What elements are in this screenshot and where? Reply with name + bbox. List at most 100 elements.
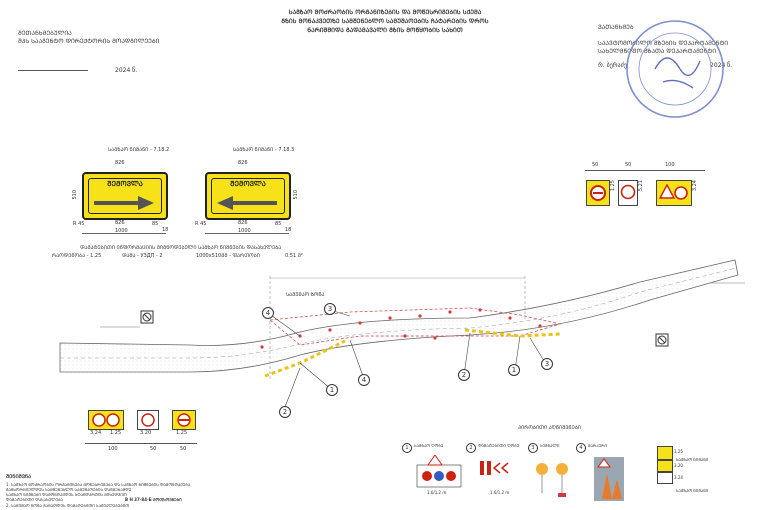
- callout-2a: 2: [279, 406, 291, 418]
- sign-left-margin: 18: [162, 227, 169, 233]
- approval-left-line1: ᲨᲔᲗᲐᲜᲮᲛᲔᲑᲣᲚᲘᲐ: [18, 30, 72, 37]
- approval-right-line3: ᲡᲐᲮᲔᲚᲛᲬᲘᲤᲝ ᲒᲖᲐᲗᲐ ᲓᲔᲞᲐᲠᲢᲐᲛᲔᲜᲢᲘ: [598, 48, 717, 55]
- work-zone-outline: [269, 307, 562, 346]
- sign-7-18-2: ᲨᲔᲛᲝᲕᲚᲐ: [82, 172, 168, 220]
- bottom-left-dim-2: 50: [150, 446, 157, 452]
- legend-label-2: ᲓᲐᲛᲐᲢᲔᲑᲘᲗᲘ ᲦᲝᲑᲔ: [478, 443, 520, 448]
- bottom-left-code-2: 1.25: [110, 430, 122, 436]
- legend-label-4: ᲛᲐᲠᲙᲔᲠᲘ: [588, 443, 607, 448]
- speed-limit-icon: [141, 413, 155, 427]
- sign-right-caption: ᲡᲐᲒᲖᲐᲝ ᲜᲘᲨᲐᲜᲘ - 7.18.3: [233, 147, 295, 153]
- notes-line3: ᲡᲐᲒᲖᲐᲝ ᲜᲘᲨᲜᲔᲑᲘ ᲓᲐᲛᲝᲜᲢᲐᲟᲓᲔᲡ ᲡᲢᲐᲜᲓᲐᲠᲢᲘᲡ ᲛᲘ…: [6, 492, 127, 497]
- bottom-left-dim-line: [85, 443, 197, 444]
- sign-right-offset: 85: [275, 221, 282, 227]
- bottom-left-dim-1: 100: [108, 446, 118, 452]
- top-right-post-2: [618, 180, 638, 206]
- callout-4a: 4: [262, 307, 274, 319]
- notes-standard: В Н 37-84-Б ᲛᲝᲗᲮᲝᲕᲜᲔᲑᲘ: [125, 497, 182, 502]
- sign-note-b: ᲓᲐᲨᲐ - УЗДП - 2: [122, 253, 163, 259]
- approval-left-year: 2024 წ.: [115, 67, 138, 74]
- sign-left-caption: ᲡᲐᲒᲖᲐᲝ ᲜᲘᲨᲐᲜᲘ - 7.18.2: [108, 147, 170, 153]
- bottom-left-code-1: 3.24: [90, 430, 102, 436]
- official-stamp-icon: [626, 20, 724, 118]
- legend-num-4: 4: [576, 443, 586, 453]
- top-right-dim-3: 100: [665, 162, 675, 168]
- work-zone-caption: ᲡᲐᲛᲣᲨᲐᲝ ᲖᲝᲜᲐ: [286, 292, 325, 298]
- legend-right-sign-3: [657, 472, 673, 484]
- top-right-dim-1: 50: [592, 162, 599, 168]
- sign-left-text: ᲨᲔᲛᲝᲕᲚᲐ: [107, 180, 143, 188]
- callout-3a: 3: [324, 303, 336, 315]
- sign-left-inner-bottom: 826: [115, 220, 125, 226]
- legend-right-sign-1: [657, 446, 673, 460]
- notes-line4: ᲓᲐᲛᲐᲢᲔᲑᲘᲗᲘ ᲓᲐᲡᲐᲮᲔᲚᲔᲑᲐ: [6, 497, 63, 502]
- speed-limit-icon: [620, 184, 636, 200]
- bottom-left-post-2: [137, 410, 159, 430]
- arrow-right-icon: [94, 196, 154, 210]
- bottom-left-code-3: 3.20: [140, 430, 152, 436]
- notes-line2: ᲒᲐᲜᲮᲝᲠᲪᲘᲔᲚᲓᲔᲡ ᲡᲐᲛᲨᲔᲜᲔᲑᲚᲝ ᲡᲐᲛᲣᲨᲐᲝᲔᲑᲘᲡ ᲓᲐᲬ…: [6, 487, 132, 492]
- sign-left-width: 1000: [115, 228, 128, 234]
- sign-note-d: 0.51 Მ²: [285, 253, 303, 259]
- road-surface: [59, 259, 739, 373]
- bottom-left-dim-3: 50: [180, 446, 187, 452]
- warning-signs-icon: [659, 184, 688, 200]
- approval-left-line2: ᲨᲞᲡ ᲡᲐᲐᲒᲔᲜᲢᲝ ᲓᲘᲠᲔᲥᲢᲝᲠᲘᲡ ᲛᲝᲐᲓᲒᲘᲚᲔᲔᲑᲘ: [18, 38, 160, 45]
- notes-title: ᲨᲔᲜᲘᲨᲕᲜᲐ: [6, 474, 32, 480]
- signal-lamp-icon: [536, 463, 568, 497]
- legend-right-label-1: ᲡᲐᲒᲖᲐᲝ ᲜᲘᲨᲐᲜᲘ: [676, 457, 709, 462]
- sign-right-inner-top: 826: [238, 160, 248, 166]
- bottom-left-code-4: 1.25: [176, 430, 188, 436]
- sign-right-dim-line: [205, 233, 289, 234]
- no-entry-icon: [590, 185, 606, 201]
- sign-left-dim-line: [82, 233, 166, 234]
- roadside-sign-left-icon: [140, 310, 154, 324]
- no-entry-icon: [177, 413, 191, 427]
- legend-num-1: 1: [402, 443, 412, 453]
- sign-note-a: ᲠᲐᲝᲓᲔᲜᲝᲑᲐ - 1.25: [52, 253, 102, 259]
- barrier-board-icon: [416, 455, 462, 488]
- top-right-post-3: [656, 180, 692, 206]
- notes-line5: 2. ᲡᲐᲛᲣᲨᲐᲝ ᲖᲝᲜᲐ ᲒᲐᲜᲐᲗᲓᲔᲡ ᲓᲐᲛᲐᲢᲔᲑᲘᲗᲘ ᲡᲐᲨᲣ…: [6, 503, 130, 508]
- sign-right-inner-bottom: 826: [238, 220, 248, 226]
- legend-right-code-2: 3.20: [674, 463, 683, 468]
- legend-right-code-1: 1.25: [674, 449, 683, 454]
- callout-3b: 3: [541, 358, 553, 370]
- sign-right-width: 1000: [238, 228, 251, 234]
- sign-note-line1: ᲓᲐᲛᲐᲢᲔᲑᲘᲗᲘ ᲘᲜᲤᲝᲠᲛᲐᲪᲘᲘᲡ ᲛᲘᲛᲬᲝᲓᲔᲑᲔᲚᲘ ᲡᲐᲒᲖᲐ…: [80, 245, 282, 251]
- legend-right-sign-2: [657, 460, 673, 472]
- bottom-left-post-3: [172, 410, 196, 430]
- legend-title: ᲞᲘᲠᲝᲑᲘᲗᲘ ᲐᲦᲜᲘᲨᲕᲜᲔᲑᲘ: [518, 425, 581, 431]
- legend-value-2: 1.6/1.2 m: [490, 490, 510, 495]
- warning-signs-icon: [92, 413, 120, 427]
- title-line1: ᲡᲐᲒᲖᲐᲝ ᲛᲝᲫᲠᲐᲝᲑᲘᲡ ᲝᲠᲒᲐᲜᲘᲖᲔᲑᲘᲡ ᲓᲐ ᲛᲝᲬᲔᲡᲠᲘᲒ…: [288, 9, 482, 16]
- bottom-left-post-1: [88, 410, 124, 430]
- legend-right-label-2: ᲡᲐᲒᲖᲐᲝ ᲜᲘᲨᲐᲜᲘ: [676, 488, 709, 493]
- top-right-dim-2: 50: [625, 162, 632, 168]
- legend-num-2: 2: [466, 443, 476, 453]
- sign-note-c: 1000x510ᲛᲛ - ᲤᲐᲠᲗᲝᲑᲘ: [196, 253, 260, 259]
- callout-1b: 1: [508, 364, 520, 376]
- sign-left-offset: 85: [152, 221, 159, 227]
- title-line3: ᲜᲐᲠᲘᲨᲨᲘᲓᲐ ᲒᲐᲓᲐᲛᲐᲕᲐᲚᲘ ᲒᲖᲘᲡ ᲛᲝᲬᲧᲝᲑᲘᲡ ᲡᲐᲮᲘᲗ: [307, 27, 463, 34]
- cone-photo-icon: [594, 457, 624, 501]
- callout-2b: 2: [458, 369, 470, 381]
- sign-left-inner-top: 826: [115, 160, 125, 166]
- approval-right-signatory: რ. ბერაძე: [598, 62, 627, 69]
- sign-left-radius: R 45: [73, 221, 85, 227]
- sign-7-18-3: ᲨᲔᲛᲝᲕᲚᲐ: [205, 172, 291, 220]
- approval-right-year: 2024 წ.: [710, 62, 733, 69]
- callout-1a: 1: [326, 384, 338, 396]
- legend-label-3: ᲡᲘᲒᲜᲐᲚᲘ: [540, 443, 560, 448]
- legend-num-3: 3: [528, 443, 538, 453]
- roadside-sign-right-icon: [655, 333, 669, 347]
- title-line2: ᲒᲖᲘᲡ ᲛᲝᲜᲐᲙᲕᲔᲗᲖᲔ ᲡᲐᲛᲨᲔᲜᲔᲑᲚᲝ ᲡᲐᲛᲣᲨᲐᲝᲔᲑᲘᲡ Ჩ…: [281, 18, 489, 25]
- top-right-post-1: [586, 180, 610, 206]
- callout-4b: 4: [358, 374, 370, 386]
- sign-right-text: ᲨᲔᲛᲝᲕᲚᲐ: [230, 180, 266, 188]
- approval-right-line1: ᲕᲐᲗᲐᲜᲮᲛᲔᲑ: [598, 24, 634, 31]
- arrow-left-icon: [217, 196, 277, 210]
- approval-right-line2: ᲡᲐᲐᲕᲢᲝᲛᲝᲑᲘᲚᲝ ᲒᲖᲔᲑᲘᲡ ᲓᲔᲞᲐᲠᲢᲐᲛᲔᲜᲢᲘ: [598, 40, 729, 47]
- sign-right-radius: R 45: [195, 221, 207, 227]
- approval-left-signature-line: [18, 70, 88, 71]
